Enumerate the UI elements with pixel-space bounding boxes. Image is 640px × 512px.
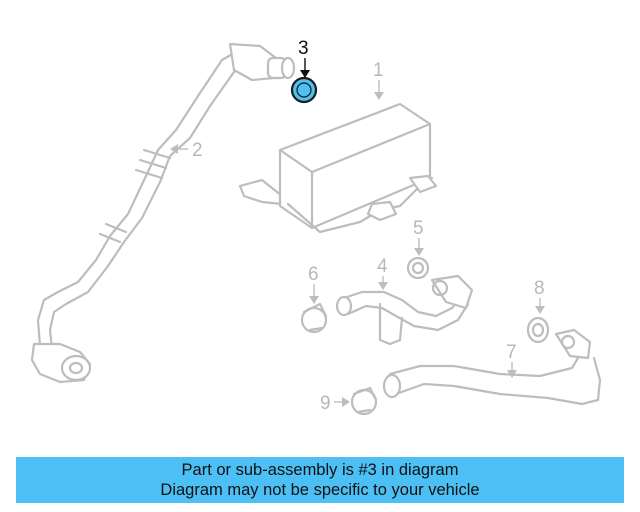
callout-1: 1 — [373, 60, 384, 81]
info-banner: Part or sub-assembly is #3 in diagram Di… — [16, 457, 624, 503]
clamp-part-9 — [350, 386, 378, 416]
callout-3: 3 — [298, 38, 309, 59]
callout-2: 2 — [192, 140, 203, 161]
callout-6: 6 — [308, 264, 319, 285]
callout-9: 9 — [320, 393, 331, 414]
oil-cooler-part-1 — [238, 102, 438, 234]
callout-8: 8 — [534, 278, 545, 299]
pipe-part-4 — [335, 274, 474, 346]
callout-5: 5 — [413, 218, 424, 239]
hose-part-7 — [382, 328, 602, 406]
banner-line-1: Part or sub-assembly is #3 in diagram — [181, 461, 459, 479]
o-ring-part-8 — [526, 316, 550, 344]
callout-7: 7 — [506, 342, 517, 363]
clamp-part-6 — [300, 302, 328, 334]
o-ring-part-5 — [406, 256, 430, 280]
gasket-part-3[interactable] — [290, 76, 318, 104]
parts-diagram: 3 1 2 5 4 6 8 7 9 — [30, 38, 602, 416]
hose-part-2 — [30, 42, 296, 384]
callouts: 3 1 2 5 4 6 8 7 9 — [170, 38, 545, 414]
banner-line-2: Diagram may not be specific to your vehi… — [160, 481, 480, 499]
callout-4: 4 — [377, 256, 388, 277]
